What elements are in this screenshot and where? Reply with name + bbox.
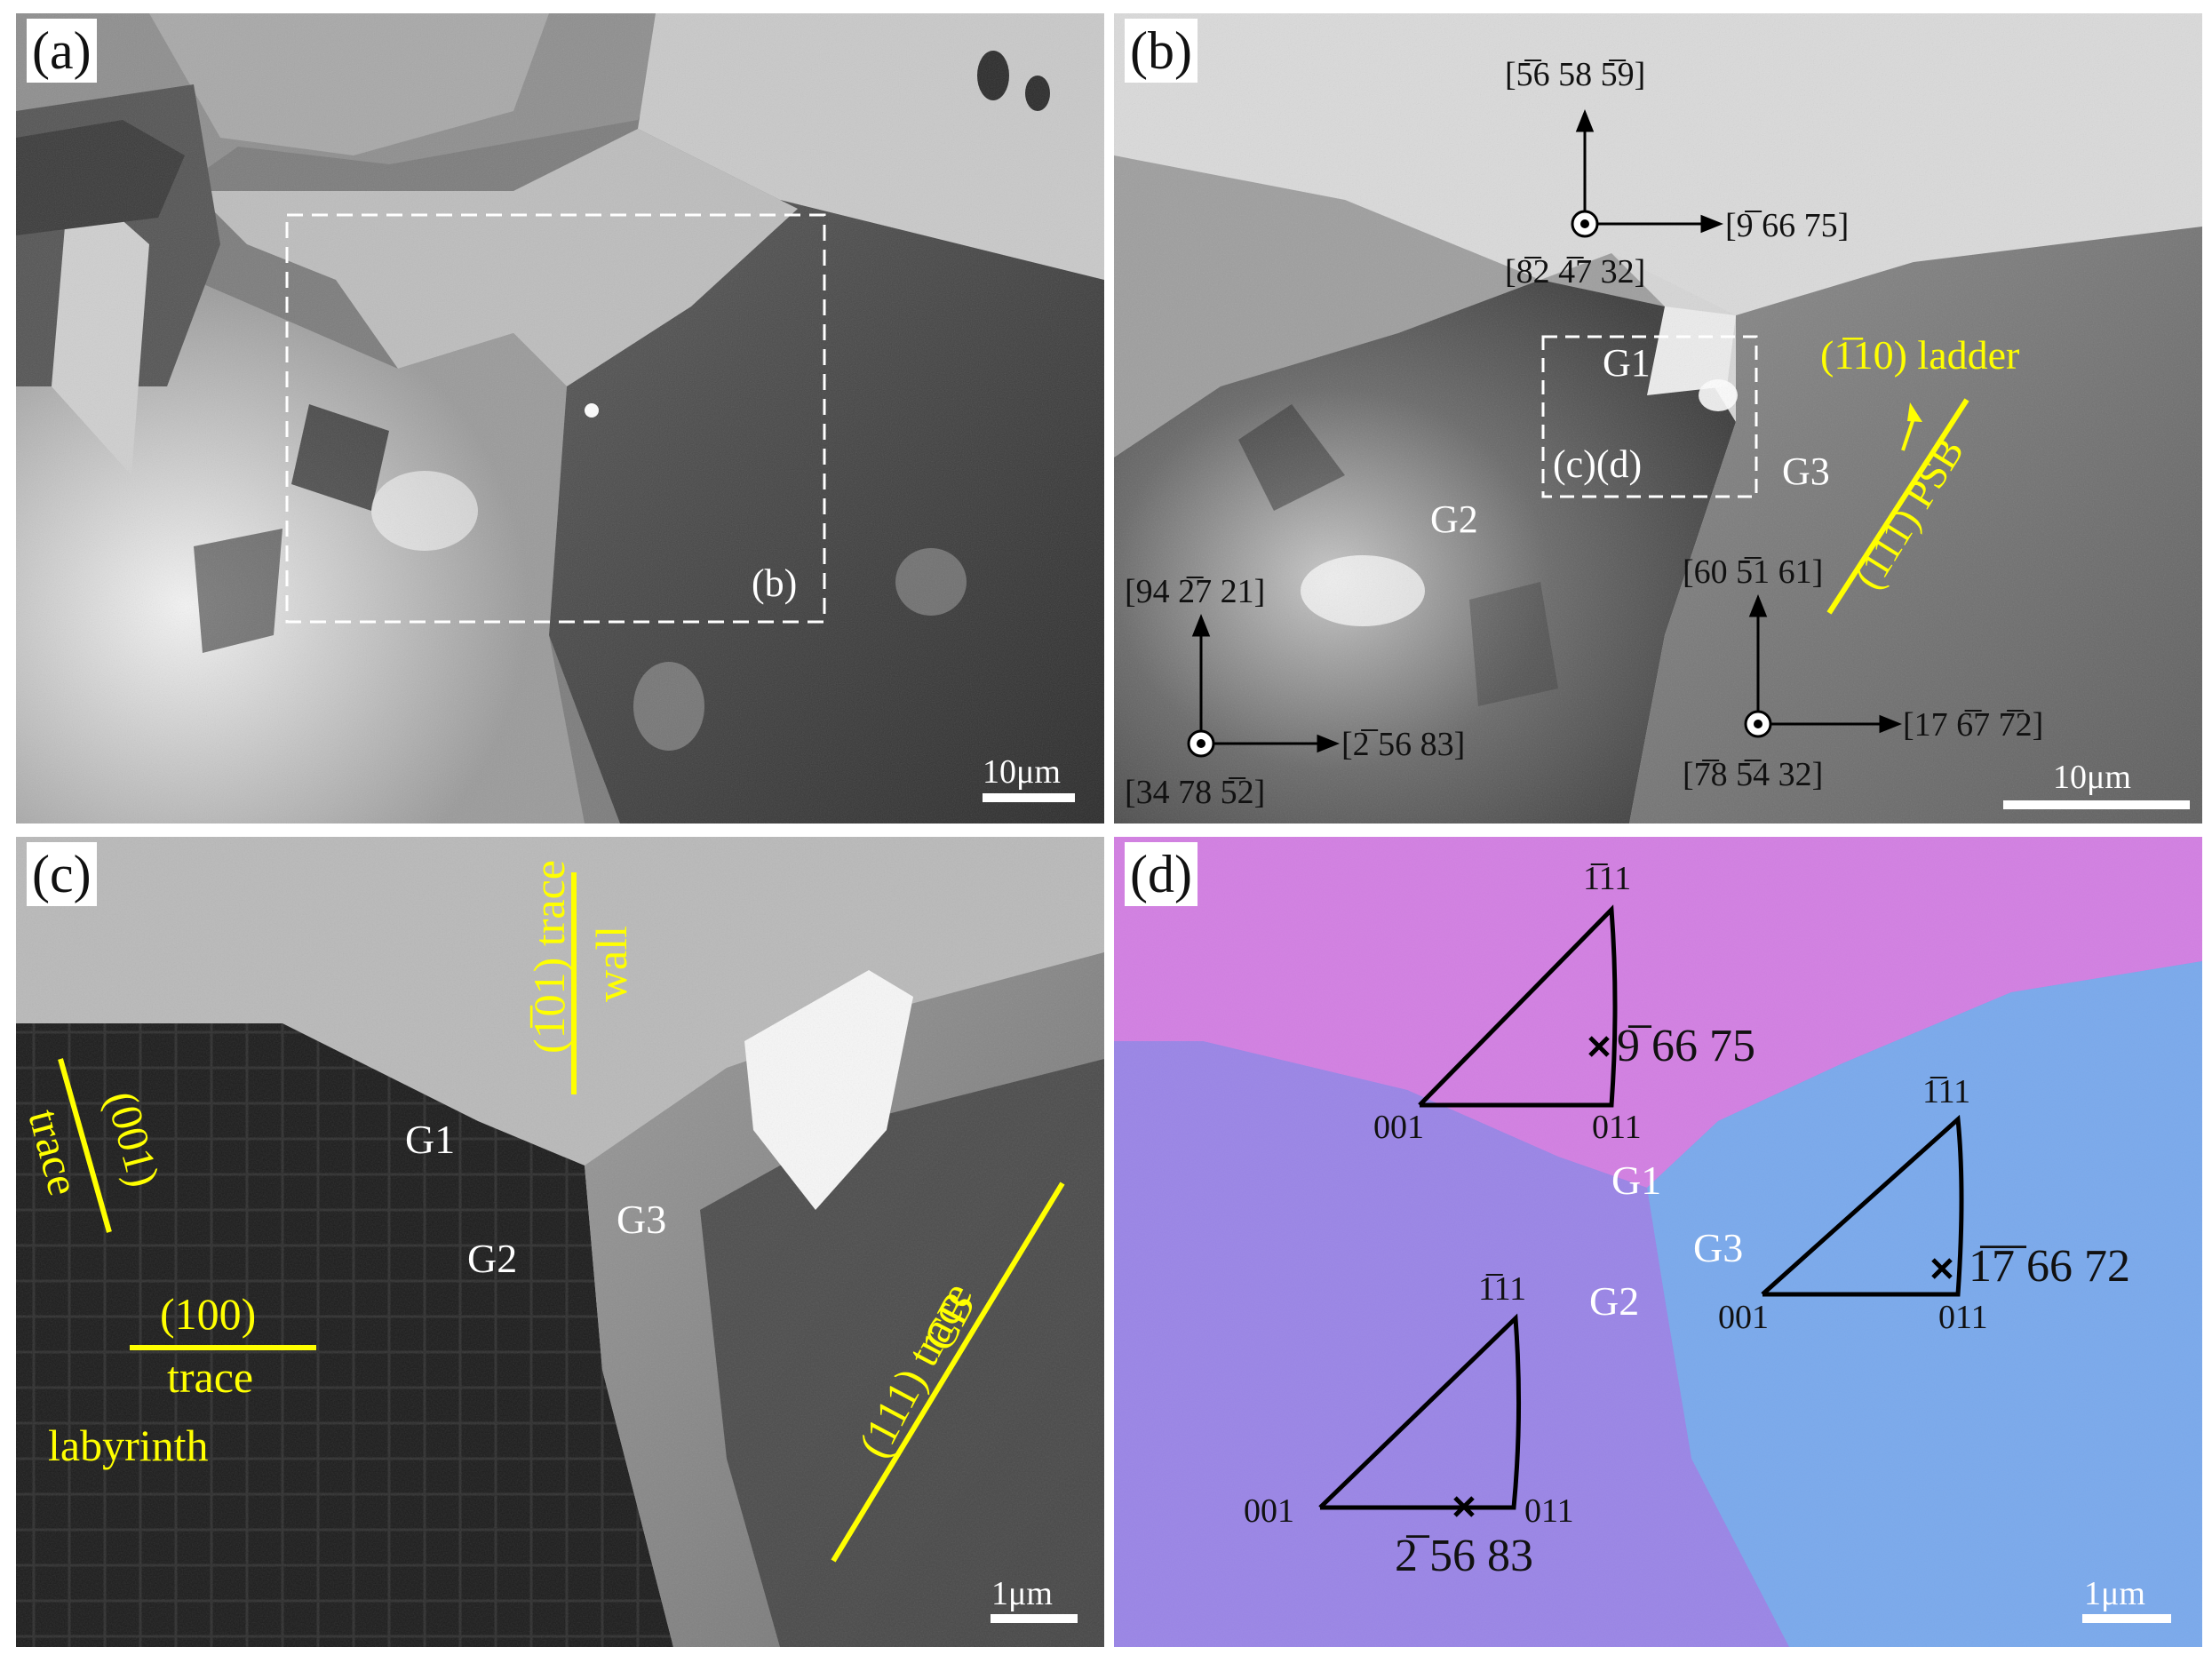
- inset-label: (b): [752, 561, 798, 605]
- tri2-left-label: 001: [1718, 1299, 1769, 1336]
- trace-111-line: [831, 1182, 1065, 1563]
- tri2-top-label: 1̅11: [1922, 1073, 1971, 1110]
- axis-right-right: [17 6̅7 7̅2]: [1903, 706, 2044, 744]
- grain-label-g3: G3: [617, 1197, 667, 1242]
- ipf-triangle-2: [1761, 1114, 1964, 1297]
- scale-bar-label: 10μm: [2053, 759, 2131, 796]
- scale-bar-label: 1μm: [991, 1575, 1053, 1612]
- panel-b: (b) [5̅6 58 5̅9] [9̅ 66 75] [8̅2 4̅7 32]…: [1114, 13, 2202, 824]
- grain-label-g2: G2: [1430, 497, 1478, 541]
- grain-label-g3: G3: [1693, 1225, 1744, 1270]
- trace-100-label: (100): [160, 1289, 257, 1339]
- axis-right-dot: [7̅8 5̅4 32]: [1683, 756, 1824, 793]
- trace-100-trace-label: trace: [167, 1352, 254, 1402]
- grain-label-g3: G3: [1782, 450, 1830, 493]
- psb-trace-line: [1826, 398, 1969, 615]
- axis-left-right: [2̅ 56 83]: [1341, 726, 1466, 763]
- panel-a-micrograph: [16, 13, 1104, 824]
- panel-label: (b): [1125, 19, 1198, 83]
- grain-label-g1: G1: [1611, 1158, 1662, 1203]
- inset-region-box: [1541, 335, 1758, 498]
- panel-label: (a): [27, 19, 97, 83]
- labyrinth-label: labyrinth: [48, 1420, 209, 1470]
- scale-bar: [991, 1614, 1078, 1623]
- axis-top-up: [5̅6 58 5̅9]: [1505, 56, 1646, 93]
- wall-text: wall: [586, 925, 636, 1003]
- grain-label-g2: G2: [1589, 1278, 1640, 1324]
- axis-left-dot: [34 78 5̅2]: [1125, 774, 1266, 811]
- tri1-left-label: 001: [1373, 1109, 1424, 1146]
- panel-a: (a) (b) 10μm: [16, 13, 1104, 824]
- scale-bar-label: 1μm: [2084, 1575, 2145, 1612]
- ladder-label: (1̅10) ladder: [1820, 332, 2020, 378]
- tri3-right-label: 011: [1524, 1492, 1574, 1530]
- tri2-right-label: 011: [1938, 1299, 1988, 1336]
- panel-d: (d) 1̅11 001 011 9̅ 66 75 1̅11 001 011 1…: [1114, 837, 2202, 1647]
- trace-101-label: (1̅01) trace: [524, 841, 574, 1072]
- tri2-direction: 1̅7̅ 66 72: [1969, 1241, 2130, 1292]
- scale-bar-label: 10μm: [983, 753, 1061, 791]
- panel-c-micrograph: [16, 837, 1104, 1647]
- ipf-triangle-3: [1318, 1313, 1522, 1510]
- trace-001-line: [58, 1058, 112, 1233]
- trace-101-text: (1̅01) trace: [524, 860, 574, 1054]
- ipf-triangle-1: [1418, 904, 1618, 1108]
- axis-right-up: [60 5̅1 61]: [1683, 553, 1824, 591]
- inset-label: (c)(d): [1553, 442, 1643, 486]
- scale-bar: [2003, 800, 2190, 809]
- grain-label-g1: G1: [405, 1117, 456, 1162]
- scale-bar: [2082, 1614, 2171, 1623]
- panel-label: (c): [27, 842, 97, 906]
- tri1-top-label: 1̅11: [1583, 860, 1632, 897]
- out-of-plane-marker: [1187, 210, 1772, 758]
- tri3-top-label: 1̅11: [1478, 1270, 1527, 1308]
- tri1-direction: 9̅ 66 75: [1617, 1021, 1755, 1071]
- scale-bar: [983, 793, 1075, 802]
- tri1-right-label: 011: [1592, 1109, 1642, 1146]
- panel-c: (c) G1 G2 G3 (1̅01) trace wall (001) tra…: [16, 837, 1104, 1647]
- tri3-direction: 2̅ 56 83: [1395, 1531, 1533, 1581]
- grain-label-g1: G1: [1603, 341, 1651, 385]
- tri3-left-label: 001: [1244, 1492, 1294, 1530]
- grain-label-g2: G2: [467, 1236, 518, 1281]
- axis-top-right: [9̅ 66 75]: [1725, 207, 1850, 244]
- axis-top-dot: [8̅2 4̅7 32]: [1505, 253, 1646, 290]
- panel-label: (d): [1125, 842, 1198, 906]
- wall-label: wall: [586, 902, 636, 1026]
- axis-left-up: [94 2̅7 21]: [1125, 573, 1266, 610]
- panel-d-ipf-map: [1114, 837, 2202, 1647]
- panel-b-micrograph: [1114, 13, 2202, 824]
